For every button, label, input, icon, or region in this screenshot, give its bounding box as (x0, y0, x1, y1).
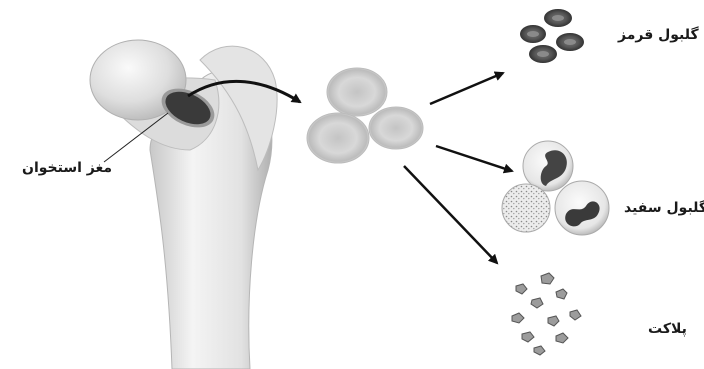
stem-cell (307, 113, 369, 163)
platelet (570, 310, 581, 320)
stem-cell (327, 68, 387, 116)
platelet (516, 284, 527, 294)
label-white-blood-cell: گلبول سفید (624, 200, 704, 216)
platelet (512, 313, 524, 323)
arrow-to-red (430, 73, 503, 104)
platelet (534, 346, 545, 355)
bone (90, 40, 277, 369)
stem-cell (369, 107, 423, 149)
platelets (512, 273, 581, 355)
label-red-blood-cell: گلبول قرمز (618, 27, 699, 43)
platelet (541, 273, 554, 284)
platelet (548, 316, 559, 326)
rbc-center (552, 15, 564, 21)
stem-cells (307, 68, 423, 163)
rbc-center (537, 51, 549, 57)
white-blood-cell (502, 184, 550, 232)
rbc-center (564, 39, 576, 45)
label-bone-marrow: مغز استخوان (22, 160, 112, 176)
white-blood-cells (502, 141, 609, 235)
white-blood-cell (555, 181, 609, 235)
platelet (522, 332, 534, 342)
platelet (556, 289, 567, 299)
rbc-center (527, 31, 539, 37)
label-platelet: پلاکت (648, 321, 687, 337)
platelet (556, 333, 568, 343)
red-blood-cells (520, 9, 584, 63)
arrow-to-white (436, 146, 512, 171)
platelet (531, 298, 543, 308)
arrow-to-platelet (404, 166, 497, 263)
